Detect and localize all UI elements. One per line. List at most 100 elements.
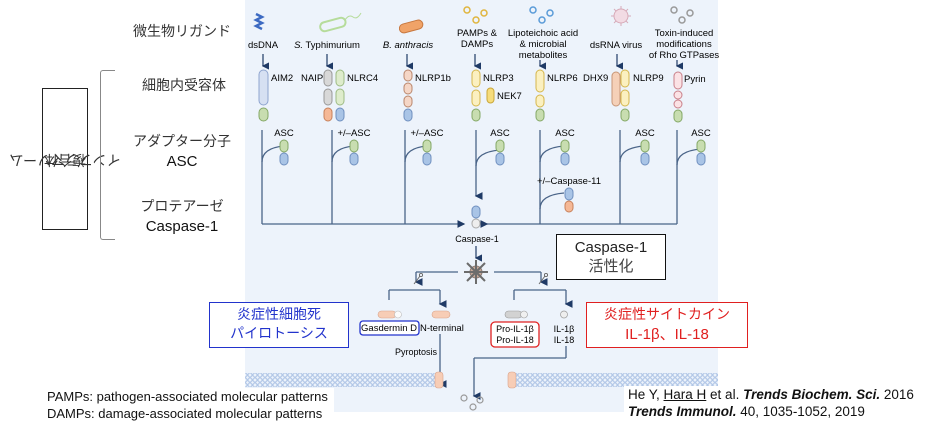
- label-caspase-1: Caspase-1: [455, 234, 499, 244]
- dhx9-icon: [611, 71, 621, 107]
- label-pyroptosis: Pyroptosis: [395, 347, 438, 357]
- inflammasome-label-box: インフラマソーム複合体: [9, 88, 121, 230]
- released-cytokines-icon: [460, 394, 484, 411]
- row-label-protease: プロテアーゼ Caspase-1: [112, 197, 252, 237]
- scissors-icon: [538, 272, 549, 285]
- ligand-b-anthracis: B. anthracis: [383, 40, 433, 51]
- label-nlrp9: NLRP9: [633, 73, 664, 84]
- asc-pyd-domain: [495, 139, 505, 153]
- cytokine-line2: IL-1β、IL-18: [625, 326, 709, 343]
- label-nlrc4: NLRC4: [347, 73, 378, 84]
- footnote-damps: DAMPs: damage-associated molecular patte…: [47, 406, 323, 421]
- nek7-icon: [486, 87, 495, 104]
- asc-card-domain: [349, 152, 359, 166]
- cytokine-callout: 炎症性サイトカイン IL-1β、IL-18: [586, 302, 748, 348]
- asc-card-domain: [495, 152, 505, 166]
- reference: He Y, Hara H et al. Trends Biochem. Sci.…: [624, 386, 918, 420]
- ligand-damps: DAMPs: [461, 39, 493, 50]
- receptor-nlrp9: [620, 69, 630, 122]
- cytokine-line1: 炎症性サイトカイン: [604, 307, 730, 323]
- receptor-aim2: [258, 69, 269, 122]
- activated-caspase-1-icon: [464, 260, 488, 284]
- asc-card-domain: [640, 152, 650, 166]
- ligand-arrows: [261, 54, 683, 70]
- ligand-s-typhimurium: S. Typhimurium: [294, 40, 360, 51]
- label-asc: ASC: [555, 128, 575, 139]
- label-n-terminal: N-terminal: [420, 323, 464, 334]
- gasdermin-d-icon: [377, 310, 402, 319]
- bacterium-anthracis-icon: [398, 19, 424, 34]
- n-terminal-icon: [431, 310, 451, 319]
- asc-card-domain: [422, 152, 432, 166]
- label-dhx9: DHX9: [583, 73, 608, 84]
- label-pro-il-1b: Pro-IL-1β: [496, 324, 534, 334]
- label-nlrp6: NLRP6: [547, 73, 578, 84]
- label-caspase-11: +/–Caspase-11: [537, 176, 601, 187]
- ligand-lta-2: & microbial: [520, 39, 567, 50]
- ligand-dsdna: dsDNA: [248, 40, 279, 51]
- lipoteichoic-acid-icon: [529, 6, 554, 24]
- il-mature-icon: [560, 310, 568, 319]
- protease-jp: プロテアーゼ: [140, 199, 224, 215]
- asc-pyd-domain: [422, 139, 432, 153]
- pyroptosis-line1: 炎症性細胞死: [237, 307, 321, 323]
- receptor-nlrp1b: [403, 69, 413, 122]
- label-nlrp3: NLRP3: [483, 73, 514, 84]
- caspase-11-icon: [564, 187, 574, 213]
- cell-membrane-left: [245, 371, 444, 389]
- ligand-lta-1: Lipoteichoic acid: [508, 28, 578, 39]
- adaptor-jp: アダプター分子: [133, 134, 231, 150]
- pamps-damps-icon: [463, 6, 488, 24]
- pyroptosis-line2: パイロトーシス: [230, 326, 328, 342]
- label-il-1b: IL-1β: [554, 324, 575, 334]
- ligand-pamps: PAMPs &: [457, 28, 498, 39]
- asc-card-domain: [560, 152, 570, 166]
- label-aim2: AIM2: [271, 73, 293, 84]
- label-nek7: NEK7: [497, 91, 522, 102]
- asc-pyd-domain: [560, 139, 570, 153]
- label-asc: ASC: [490, 128, 510, 139]
- pyroptosis-callout: 炎症性細胞死 パイロトーシス: [209, 302, 349, 348]
- label-nlrp1b: NLRP1b: [415, 73, 451, 84]
- bacterium-salmonella-icon: [319, 12, 362, 33]
- asc-pyd-domain: [696, 139, 706, 153]
- label-asc: +/–ASC: [337, 128, 370, 139]
- asc-pyd-domain: [349, 139, 359, 153]
- caspase-activation-callout: Caspase-1 活性化: [556, 234, 666, 280]
- scissors-icon: [413, 272, 424, 285]
- pro-il-highlight: [490, 321, 540, 348]
- asc-card-domain: [279, 152, 289, 166]
- asc-card-domain: [696, 152, 706, 166]
- label-il-18: IL-18: [554, 335, 575, 345]
- activation-line1: Caspase-1: [574, 239, 648, 256]
- receptor-pyrin: [673, 71, 683, 123]
- ligand-lta-3: metabolites: [519, 50, 568, 61]
- label-asc: ASC: [274, 128, 294, 139]
- asc-pyd-domain: [279, 139, 289, 153]
- receptor-nlrp3: [471, 69, 481, 122]
- label-pro-il-18: Pro-IL-18: [496, 335, 534, 345]
- ligand-toxin-3: of Rho GTPases: [649, 50, 719, 61]
- pathway-lines: [261, 130, 702, 228]
- pro-il-icon: [504, 310, 528, 319]
- row-label-receptor: 細胞内受容体: [142, 78, 226, 94]
- bracket: [100, 70, 115, 240]
- protease-en: Caspase-1: [145, 218, 219, 235]
- toxin-icon: [670, 6, 694, 24]
- dsrna-virus-icon: [611, 6, 631, 26]
- label-naip: NAIP: [301, 73, 323, 84]
- footnote-pamps: PAMPs: pathogen-associated molecular pat…: [47, 389, 328, 404]
- label-asc: +/–ASC: [410, 128, 443, 139]
- row-label-ligand: 微生物リガンド: [133, 24, 231, 40]
- reference-line1: He Y, Hara H et al. Trends Biochem. Sci.…: [628, 387, 914, 402]
- caspase-1-icon: [471, 205, 481, 229]
- label-asc: ASC: [691, 128, 711, 139]
- ligand-toxin-2: modifications: [656, 39, 712, 50]
- dsdna-icon: [253, 12, 265, 31]
- adaptor-en: ASC: [166, 153, 198, 170]
- receptor-naip: [323, 69, 333, 122]
- receptor-nlrp6: [535, 69, 545, 122]
- gasdermin-d-highlight: [359, 320, 420, 336]
- cell-membrane-right: [507, 371, 718, 389]
